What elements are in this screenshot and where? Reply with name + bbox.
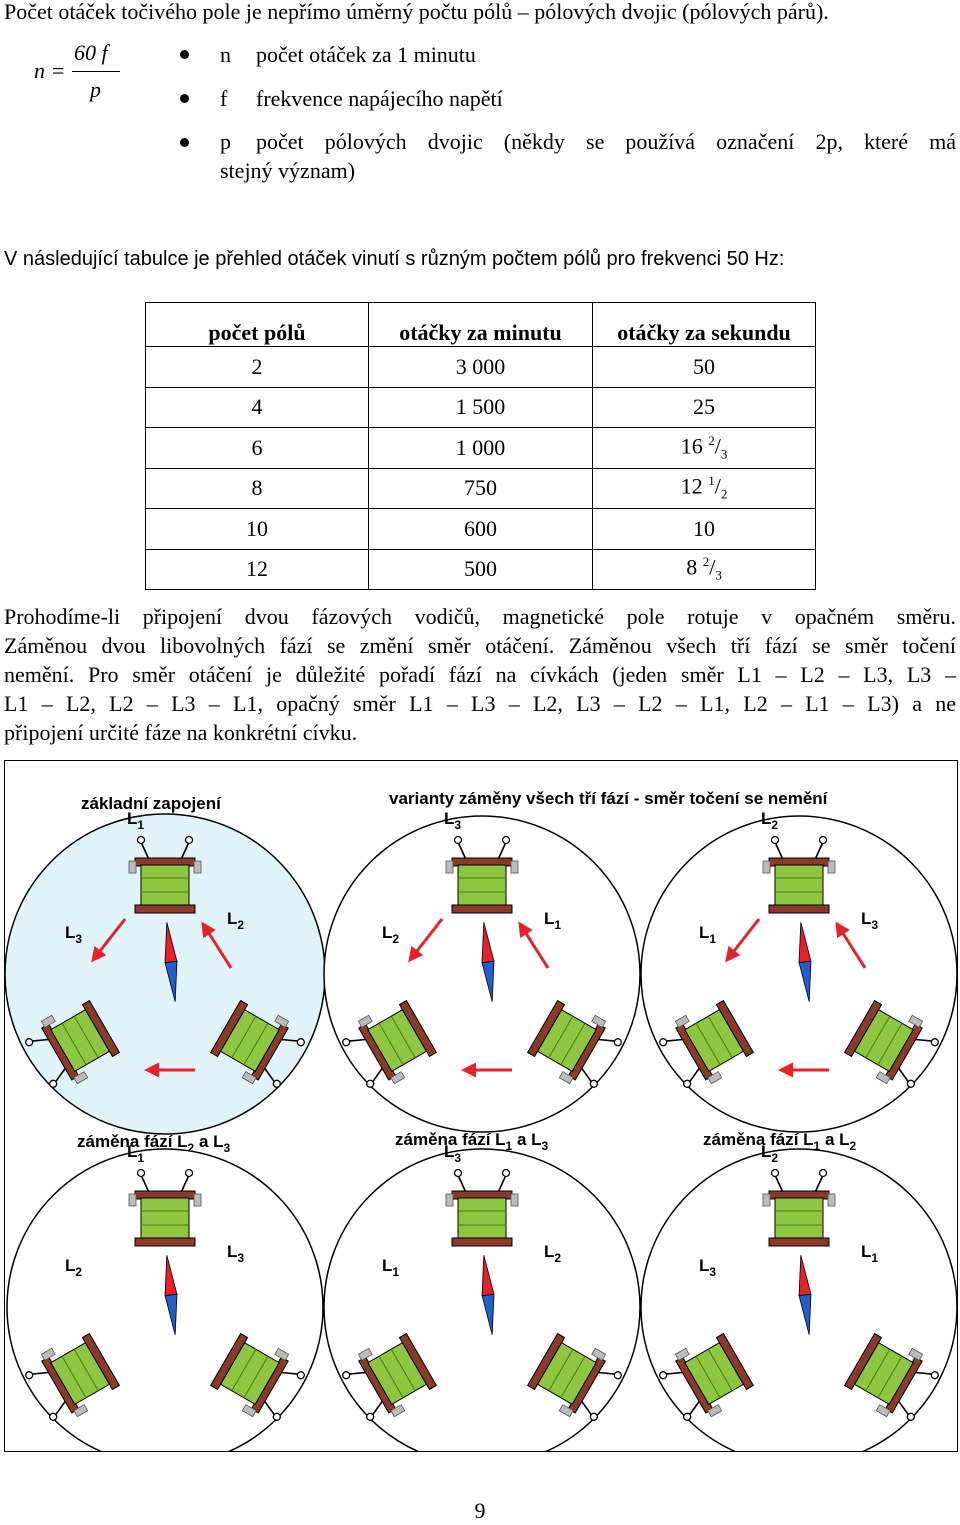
arrow-upper-right bbox=[835, 921, 867, 969]
table-row: 2 3 000 50 bbox=[145, 346, 816, 388]
arrow-upper-right bbox=[518, 921, 550, 969]
phase-label-left: L1 bbox=[699, 923, 716, 946]
phase-label-top: L2 bbox=[761, 1142, 778, 1165]
phase-label-left: L1 bbox=[382, 1256, 399, 1279]
bullet-text-n: počet otáček za 1 minutu bbox=[256, 42, 476, 67]
cell-poles: 8 bbox=[145, 467, 369, 509]
bullet-text-p-line1: počet pólových dvojic (někdy se používá … bbox=[256, 129, 956, 154]
header-rps: otáčky za sekundu bbox=[592, 302, 816, 347]
intro-line: Počet otáček točivého pole je nepřímo úm… bbox=[4, 0, 829, 24]
cell-poles: 2 bbox=[145, 346, 369, 388]
cell-poles: 4 bbox=[145, 386, 369, 428]
bullet-sym-f: f bbox=[220, 86, 228, 111]
phase-label-left: L2 bbox=[65, 1256, 82, 1279]
cell-rpm: 1 500 bbox=[368, 386, 593, 428]
bullet-dot bbox=[180, 138, 189, 147]
rotation-table: počet pólů otáčky za minutu otáčky za se… bbox=[145, 302, 816, 590]
formula-numerator: 60 f bbox=[74, 40, 108, 65]
arrow-upper-left bbox=[725, 918, 761, 963]
fraction-bar bbox=[72, 71, 120, 72]
title-swap-13: záměna fází L1 a L3 bbox=[395, 1130, 549, 1153]
phase-label-right: L3 bbox=[227, 1242, 244, 1265]
formula-lhs: n = bbox=[34, 58, 66, 83]
phase-label-left: L2 bbox=[382, 923, 399, 946]
paragraph-line-2: Záměnou dvou libovolných fází se změní s… bbox=[4, 633, 956, 658]
cell-rps: 50 bbox=[592, 346, 816, 388]
cell-poles: 6 bbox=[145, 427, 369, 469]
paragraph-line-4: L1 – L2, L2 – L3 – L1, opačný směr L1 – … bbox=[4, 691, 956, 716]
cell-rps: 8 2/3 bbox=[592, 548, 816, 590]
phase-label-right: L2 bbox=[227, 909, 244, 932]
bullet-dot bbox=[180, 50, 189, 59]
phase-swap-figure: základní zapojení varianty záměny všech … bbox=[4, 760, 958, 1466]
cell-rpm: 3 000 bbox=[368, 346, 593, 388]
phase-label-top: L1 bbox=[127, 1142, 144, 1165]
phase-label-right: L3 bbox=[861, 909, 878, 932]
bullet-text-f: frekvence napájecího napětí bbox=[256, 86, 503, 111]
page-number: 9 bbox=[474, 1498, 486, 1523]
cell-poles: 10 bbox=[145, 508, 369, 550]
header-poles: počet pólů bbox=[145, 302, 369, 347]
title-variants: varianty záměny všech tří fází - směr to… bbox=[389, 789, 829, 808]
phase-label-top: L1 bbox=[127, 809, 144, 832]
title-basic: základní zapojení bbox=[81, 794, 222, 813]
table-row: 12 500 8 2/3 bbox=[145, 548, 816, 590]
header-rpm: otáčky za minutu bbox=[368, 302, 593, 347]
cell-rpm: 600 bbox=[368, 508, 593, 550]
phase-label-right: L1 bbox=[544, 909, 561, 932]
phase-label-right: L2 bbox=[544, 1242, 561, 1265]
bullet-sym-n: n bbox=[220, 42, 231, 67]
bullet-text-p-line2: stejný význam) bbox=[220, 158, 356, 183]
phase-label-top: L3 bbox=[444, 809, 461, 832]
phase-label-left: L3 bbox=[699, 1256, 716, 1279]
phase-label-top: L3 bbox=[444, 1142, 461, 1165]
title-swap-23: záměna fází L2 a L3 bbox=[77, 1132, 231, 1155]
table-row: 4 1 500 25 bbox=[145, 386, 816, 428]
table-row: 10 600 10 bbox=[145, 508, 816, 550]
table-row: 8 750 12 1/2 bbox=[145, 467, 816, 509]
cell-poles: 12 bbox=[145, 548, 369, 590]
paragraph-line-1: Prohodíme-li připojení dvou fázových vod… bbox=[4, 604, 956, 629]
arrow-upper-right bbox=[201, 921, 233, 969]
cell-rps: 16 2/3 bbox=[592, 427, 816, 469]
arrow-upper-left bbox=[408, 918, 444, 963]
cell-rpm: 1 000 bbox=[368, 427, 593, 469]
cell-rpm: 750 bbox=[368, 467, 593, 509]
paragraph-line-5: připojení určité fáze na konkrétní cívku… bbox=[4, 720, 358, 745]
formula-denominator: p bbox=[90, 77, 101, 102]
phase-label-left: L3 bbox=[65, 923, 82, 946]
phase-label-top: L2 bbox=[761, 809, 778, 832]
paragraph-line-3: nemění. Pro směr otáčení je důležité poř… bbox=[4, 662, 956, 687]
table-intro: V následující tabulce je přehled otáček … bbox=[4, 248, 785, 270]
title-swap-12: záměna fází L1 a L2 bbox=[703, 1130, 857, 1153]
arrow-upper-left bbox=[91, 918, 127, 963]
phase-label-right: L1 bbox=[861, 1242, 878, 1265]
bullet-sym-p: p bbox=[220, 129, 231, 154]
cell-rps: 25 bbox=[592, 386, 816, 428]
phase-swap-svg: základní zapojení varianty záměny všech … bbox=[4, 789, 958, 1466]
bullet-dot bbox=[180, 94, 189, 103]
cell-rps: 10 bbox=[592, 508, 816, 550]
cell-rps: 12 1/2 bbox=[592, 467, 816, 509]
cell-rpm: 500 bbox=[368, 548, 593, 590]
table-row: 6 1 000 16 2/3 bbox=[145, 427, 816, 469]
